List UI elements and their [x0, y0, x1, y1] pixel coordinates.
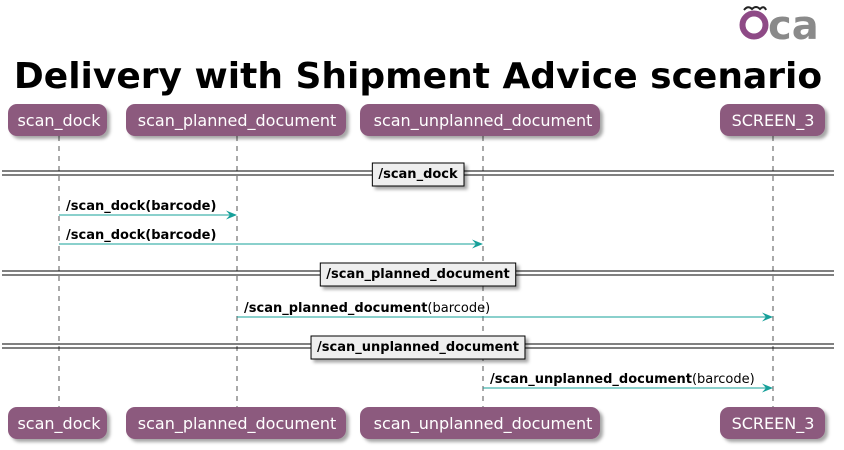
participant-label: SCREEN_3: [732, 414, 815, 434]
participant-label: scan_dock: [17, 414, 101, 434]
logo-o-ring: [739, 10, 769, 40]
arrowhead-icon: [762, 383, 773, 393]
message-label: /scan_unplanned_document(barcode): [490, 372, 755, 387]
message-scan_unplanned_document-to-SCREEN_3: /scan_unplanned_document(barcode): [483, 372, 773, 393]
message-label: /scan_planned_document(barcode): [244, 301, 490, 316]
participants-bottom: scan_dock scan_planned_document scan_unpla…: [8, 407, 825, 439]
participant-SCREEN_3-top: SCREEN_3: [720, 104, 825, 136]
participant-scan_unplanned_document-bottom: scan_unplanned_document: [360, 407, 600, 439]
message-scan_dock-to-scan_planned_document: /scan_dock(barcode): [59, 199, 237, 220]
participant-label: scan_unplanned_document: [374, 111, 593, 131]
page-title: Delivery with Shipment Advice scenario: [14, 56, 822, 97]
participant-box: [720, 407, 825, 439]
participant-label: scan_planned_document: [138, 414, 337, 434]
logo-ca-text: ca: [768, 3, 819, 49]
divider-label: /scan_planned_document: [326, 267, 509, 282]
participant-box: [8, 104, 107, 136]
participant-label: scan_dock: [17, 111, 101, 131]
section-divider: /scan_unplanned_document: [2, 335, 834, 360]
diagram-events: /scan_dock/scan_dock(barcode) /scan_dock(…: [2, 162, 834, 393]
divider-box: [310, 335, 526, 360]
participant-label: scan_unplanned_document: [374, 414, 593, 434]
participant-box: [126, 104, 346, 136]
participant-SCREEN_3-bottom: SCREEN_3: [720, 407, 825, 439]
participant-box: [8, 407, 107, 439]
participant-box: [126, 407, 346, 439]
oca-logo: ca: [739, 3, 819, 49]
message-label: /scan_dock(barcode): [66, 228, 216, 243]
arrowhead-icon: [762, 312, 773, 322]
message-label-args: (barcode): [427, 301, 490, 316]
message-scan_planned_document-to-SCREEN_3: /scan_planned_document(barcode): [237, 301, 773, 322]
participant-scan_planned_document-bottom: scan_planned_document: [126, 407, 346, 439]
section-divider: /scan_dock: [2, 162, 834, 187]
participant-label: SCREEN_3: [732, 111, 815, 131]
message-label-bold: /scan_dock(barcode): [66, 228, 216, 243]
participant-box: [360, 104, 600, 136]
message-label: /scan_dock(barcode): [66, 199, 216, 214]
divider-label: /scan_dock: [378, 167, 458, 182]
divider-box: [319, 262, 517, 287]
participant-scan_dock-top: scan_dock: [8, 104, 107, 136]
arrowhead-icon: [472, 239, 483, 249]
message-label-args: (barcode): [692, 372, 755, 387]
message-label-bold: /scan_unplanned_document: [490, 372, 692, 387]
participant-scan_planned_document-top: scan_planned_document: [126, 104, 346, 136]
participant-scan_dock-bottom: scan_dock: [8, 407, 107, 439]
participants-top: scan_dock scan_planned_document scan_unpla…: [8, 104, 825, 136]
message-label-bold: /scan_dock(barcode): [66, 199, 216, 214]
divider-label: /scan_unplanned_document: [317, 340, 519, 355]
participant-box: [720, 104, 825, 136]
participant-label: scan_planned_document: [138, 111, 337, 131]
message-label-bold: /scan_planned_document: [244, 301, 427, 316]
divider-box: [371, 162, 465, 187]
message-scan_dock-to-scan_unplanned_document: /scan_dock(barcode): [59, 228, 483, 249]
arrowhead-icon: [226, 210, 237, 220]
participant-box: [360, 407, 600, 439]
logo-mark-icon: [743, 6, 767, 11]
participant-scan_unplanned_document-top: scan_unplanned_document: [360, 104, 600, 136]
section-divider: /scan_planned_document: [2, 262, 834, 287]
